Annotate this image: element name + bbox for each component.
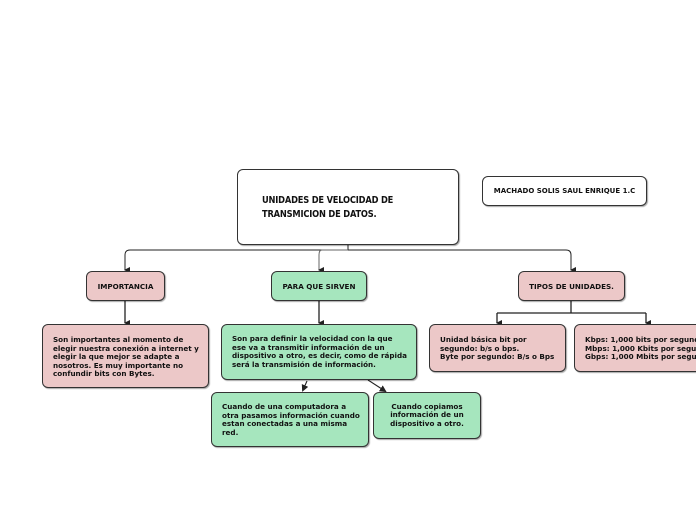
connector-main-to-branches — [124, 245, 576, 273]
tipos-basic-line3: Byte por segundo: B/s o Bps — [440, 352, 555, 362]
main-topic-line1: UNIDADES DE VELOCIDAD DE — [262, 195, 394, 206]
tipos-basic-line2: segundo: b/s o bps. — [440, 343, 520, 353]
main-topic-node[interactable]: UNIDADES DE VELOCIDAD DE TRANSMICION DE … — [237, 169, 459, 245]
author-label: MACHADO SOLIS SAUL ENRIQUE 1.C — [493, 187, 636, 195]
connector-to-examples — [301, 379, 387, 393]
importancia-detail-node[interactable]: Son importantes al momento de elegir nue… — [42, 324, 209, 388]
importancia-detail-text: Son importantes al momento de elegir nue… — [53, 335, 199, 379]
branch-para-que-sirven-label: PARA QUE SIRVEN — [282, 281, 356, 291]
example-node-2[interactable]: Cuando copiamos información de un dispos… — [373, 392, 481, 439]
author-node[interactable]: MACHADO SOLIS SAUL ENRIQUE 1.C — [482, 176, 647, 206]
branch-importancia[interactable]: IMPORTANCIA — [86, 271, 165, 301]
main-topic-line2: TRANSMICION DE DATOS. — [262, 209, 377, 220]
branch-importancia-label: IMPORTANCIA — [97, 281, 154, 291]
tipos-multiples-line1: Kbps: 1,000 bits por segundo — [585, 335, 696, 344]
example-text-2: Cuando copiamos información de un dispos… — [390, 401, 464, 428]
branch-tipos[interactable]: TIPOS DE UNIDADES. — [518, 271, 625, 301]
tipos-basic-node[interactable]: Unidad básica bit por segundo: b/s o bps… — [429, 324, 566, 372]
connector-branch-to-details — [124, 301, 651, 326]
tipos-basic-line1: Unidad básica bit por — [440, 335, 527, 344]
tipos-multiples-node[interactable]: Kbps: 1,000 bits por segundo Mbps: 1,000… — [574, 324, 696, 372]
example-node-1[interactable]: Cuando de una computadora a otra pasamos… — [211, 392, 369, 447]
tipos-multiples-line2: Mbps: 1,000 Kbits por segundo — [585, 343, 696, 353]
tipos-multiples-line3: Gbps: 1,000 Mbits por segundo — [585, 352, 696, 362]
para-que-sirven-detail-node[interactable]: Son para definir la velocidad con la que… — [221, 324, 417, 380]
example-text-1: Cuando de una computadora a otra pasamos… — [222, 402, 360, 437]
branch-tipos-label: TIPOS DE UNIDADES. — [529, 281, 614, 291]
para-que-sirven-detail-text: Son para definir la velocidad con la que… — [232, 334, 407, 369]
branch-para-que-sirven[interactable]: PARA QUE SIRVEN — [271, 271, 367, 301]
